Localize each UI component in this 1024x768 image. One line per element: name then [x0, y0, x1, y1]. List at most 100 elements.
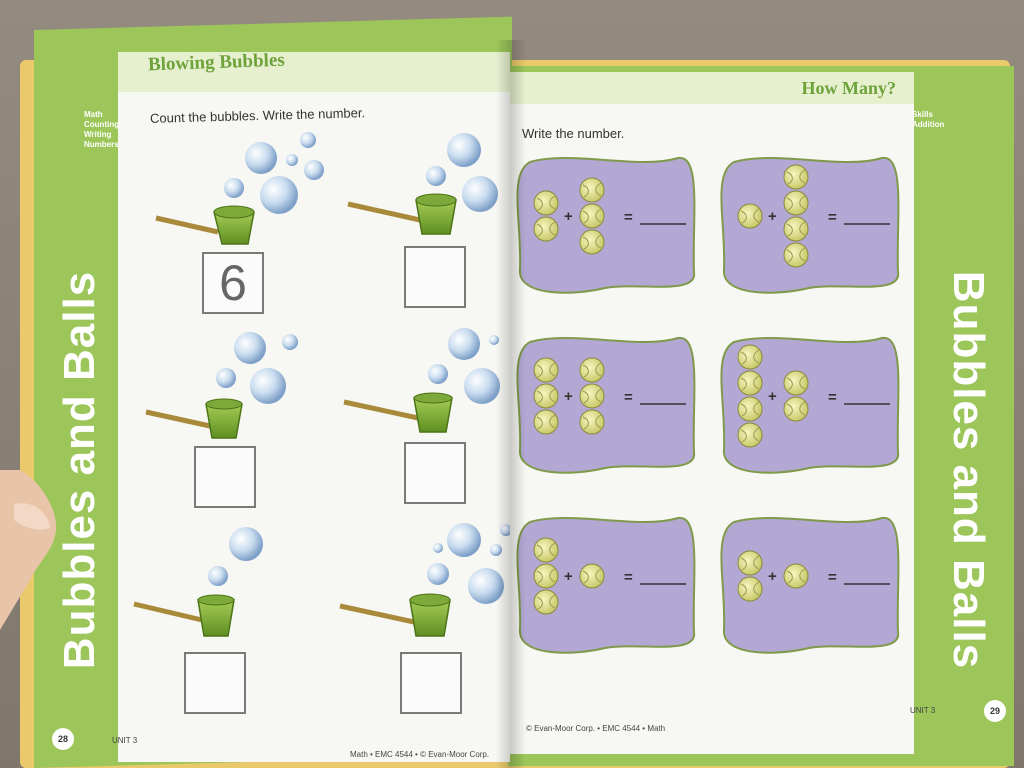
- book-spine-shadow: [496, 40, 526, 768]
- answer-box[interactable]: [194, 446, 256, 508]
- left-skills-tab-line: Counting: [84, 120, 120, 129]
- left-skills-tab-line: Numbers: [84, 140, 119, 149]
- bubble-wand-icon: [339, 593, 451, 637]
- tennis-ball-icon: [579, 177, 605, 203]
- tennis-ball-icon: [533, 563, 559, 589]
- right-header-band: [510, 72, 914, 106]
- bubble-wand-icon: [347, 193, 457, 235]
- equals-sign: =: [828, 389, 837, 406]
- tennis-ball-icon: [783, 164, 809, 190]
- right-skills-tab-line: Addition: [912, 120, 945, 129]
- tennis-ball-seam: [582, 182, 602, 198]
- equals-sign: =: [828, 569, 837, 586]
- tennis-ball-icon: [783, 190, 809, 216]
- plus-sign: +: [564, 208, 573, 225]
- tennis-ball-icon: [579, 229, 605, 255]
- bubble-exercises: [133, 132, 510, 637]
- answer-box[interactable]: [404, 246, 466, 308]
- left-side-title: Bubbles and Balls: [55, 270, 104, 670]
- addition-card: +=: [516, 516, 696, 654]
- left-skills-tab-line: Math: [84, 110, 103, 119]
- tennis-ball-icon: [783, 370, 809, 396]
- tennis-ball-icon: [579, 409, 605, 435]
- answer-box[interactable]: [404, 442, 466, 504]
- tennis-ball-seam: [786, 221, 806, 237]
- right-footer-credit: © Evan-Moor Corp. • EMC 4544 • Math: [526, 724, 666, 733]
- tennis-ball-icon: [783, 563, 809, 589]
- tennis-ball-icon: [579, 357, 605, 383]
- addition-problems: +=+=+=+=+=+=: [516, 156, 900, 654]
- bubble-wand-icon: [343, 392, 453, 433]
- purple-blob: [516, 336, 696, 474]
- tennis-ball-seam: [582, 362, 602, 378]
- left-footer-unit: UNIT 3: [112, 736, 138, 745]
- tennis-ball-seam: [582, 208, 602, 224]
- equals-sign: =: [624, 209, 633, 226]
- tennis-ball-seam: [582, 388, 602, 404]
- tennis-ball-icon: [737, 396, 763, 422]
- tennis-ball-seam: [536, 414, 556, 430]
- tennis-ball-icon: [737, 203, 763, 229]
- tennis-ball-icon: [737, 550, 763, 576]
- addition-card: +=: [720, 516, 900, 654]
- tennis-ball-seam: [536, 362, 556, 378]
- tennis-ball-seam: [740, 208, 760, 224]
- tennis-ball-icon: [533, 190, 559, 216]
- tennis-ball-icon: [579, 203, 605, 229]
- thumb-icon: [0, 470, 57, 630]
- tennis-ball-icon: [533, 383, 559, 409]
- bubble-wand-icon: [133, 594, 235, 637]
- left-page-number: 28: [52, 728, 74, 750]
- tennis-ball-seam: [786, 195, 806, 211]
- tennis-ball-seam: [536, 221, 556, 237]
- right-footer-unit: UNIT 3: [910, 706, 936, 715]
- bubbles-icon: [428, 328, 500, 404]
- tennis-ball-seam: [786, 401, 806, 417]
- purple-blob: [516, 156, 696, 294]
- tennis-ball-seam: [536, 568, 556, 584]
- bubbles-icon: [427, 523, 510, 604]
- tennis-ball-icon: [579, 383, 605, 409]
- plus-sign: +: [768, 208, 777, 225]
- tennis-ball-icon: [783, 396, 809, 422]
- answer-box[interactable]: [184, 652, 246, 714]
- bubble-wand-icon: [145, 398, 243, 439]
- tennis-ball-seam: [740, 349, 760, 365]
- plus-sign: +: [564, 388, 573, 405]
- plus-sign: +: [768, 388, 777, 405]
- tennis-ball-icon: [783, 216, 809, 242]
- equals-sign: =: [624, 569, 633, 586]
- equals-sign: =: [828, 209, 837, 226]
- purple-blob: [720, 516, 900, 654]
- answer-box[interactable]: [400, 652, 462, 714]
- right-skills-tab-line: Skills: [912, 110, 933, 119]
- bubbles-icon: [224, 132, 324, 214]
- purple-blob: [516, 516, 696, 654]
- purple-blob: [720, 156, 900, 294]
- tennis-ball-icon: [533, 589, 559, 615]
- equals-sign: =: [624, 389, 633, 406]
- tennis-ball-seam: [786, 247, 806, 263]
- left-header-band: [118, 52, 510, 96]
- tennis-ball-icon: [533, 216, 559, 242]
- bubble-wand-icon: [155, 205, 255, 245]
- tennis-ball-seam: [786, 568, 806, 584]
- addition-card: +=: [720, 156, 900, 294]
- addition-card: +=: [516, 336, 696, 474]
- tennis-ball-seam: [740, 375, 760, 391]
- left-footer-credit: Math • EMC 4544 • © Evan-Moor Corp.: [350, 750, 490, 759]
- tennis-ball-seam: [536, 594, 556, 610]
- tennis-ball-icon: [533, 357, 559, 383]
- tennis-ball-icon: [533, 537, 559, 563]
- tennis-ball-seam: [740, 555, 760, 571]
- right-page-title: How Many?: [801, 78, 897, 98]
- bubbles-icon: [208, 527, 263, 586]
- tennis-ball-icon: [579, 563, 605, 589]
- tennis-ball-icon: [783, 242, 809, 268]
- bubbles-icon: [216, 332, 298, 404]
- right-instruction: Write the number.: [522, 126, 625, 141]
- answer-box-filled[interactable]: 6: [202, 252, 264, 314]
- right-side-title: Bubbles and Balls: [944, 270, 993, 670]
- tennis-ball-seam: [740, 401, 760, 417]
- tennis-ball-seam: [536, 388, 556, 404]
